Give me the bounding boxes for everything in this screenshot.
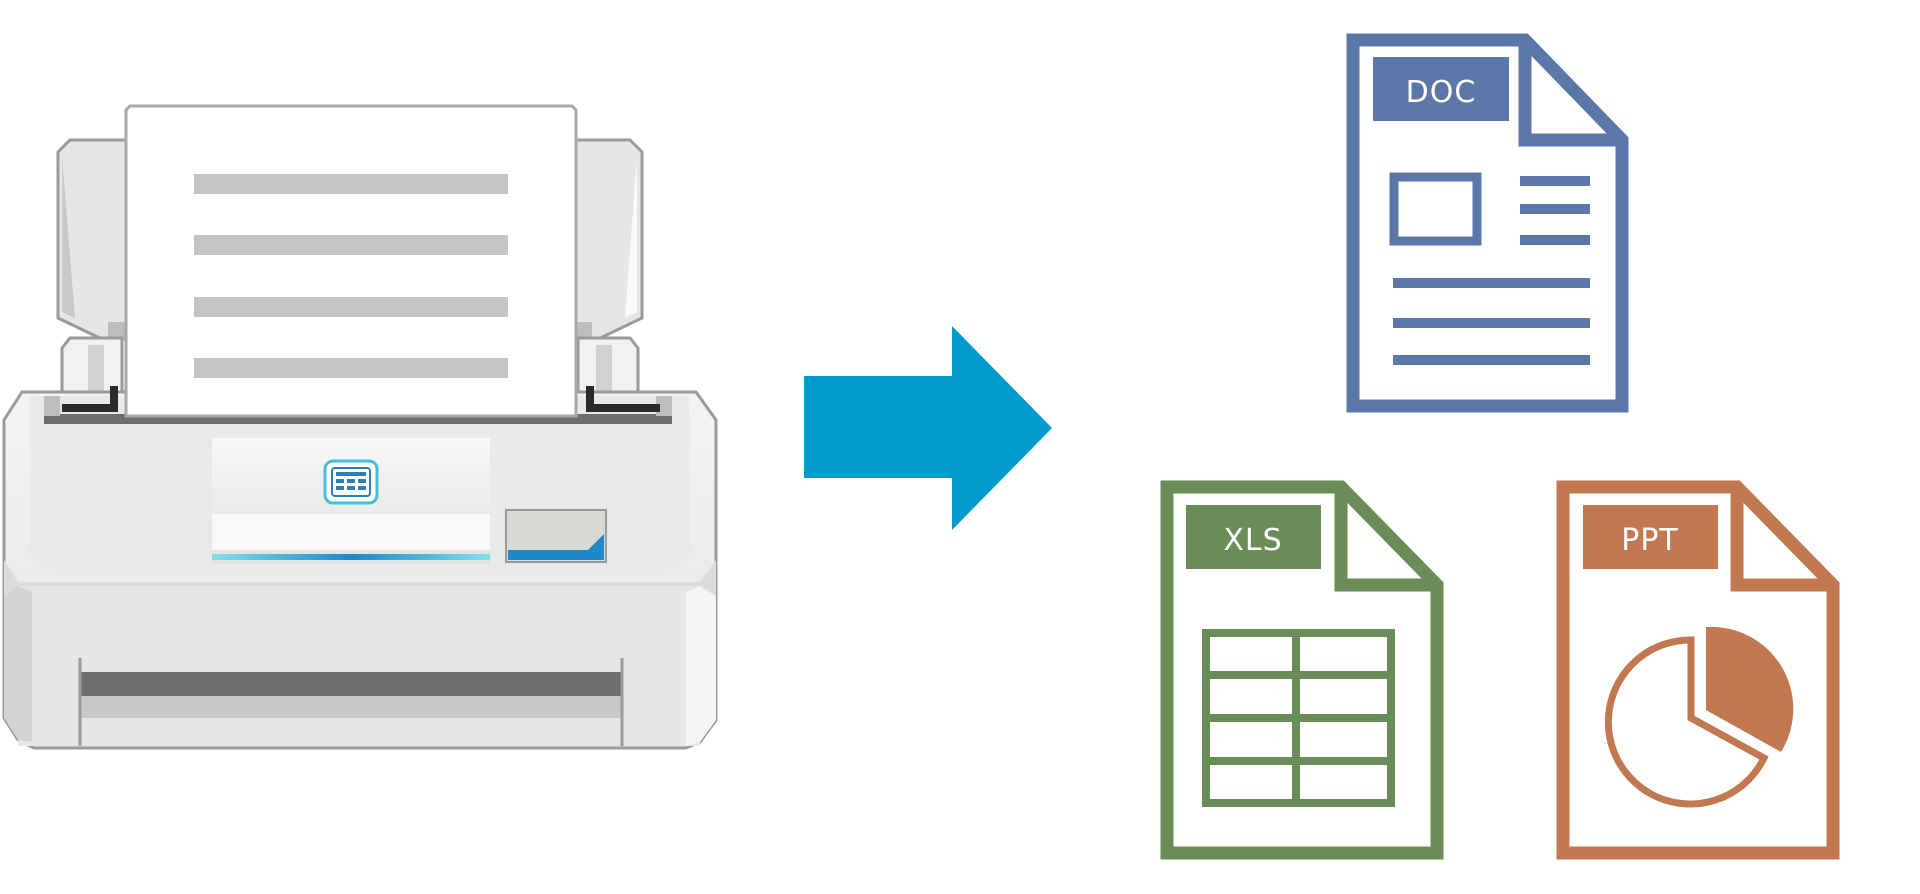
- doc-file-icon: DOC: [1346, 33, 1629, 413]
- scan-button-icon: [323, 459, 379, 505]
- card-slot: [505, 509, 607, 563]
- ppt-file-icon: PPT: [1556, 480, 1840, 860]
- spreadsheet-grid: [1202, 629, 1395, 807]
- pie-chart-icon: [1604, 626, 1794, 808]
- conversion-arrow: [804, 326, 1052, 530]
- ppt-label: PPT: [1621, 523, 1679, 558]
- feed-slot: [44, 414, 672, 424]
- doc-label: DOC: [1406, 75, 1477, 110]
- xls-file-icon: XLS: [1160, 480, 1444, 860]
- xls-label: XLS: [1223, 523, 1282, 558]
- scanner-illustration: [2, 104, 718, 750]
